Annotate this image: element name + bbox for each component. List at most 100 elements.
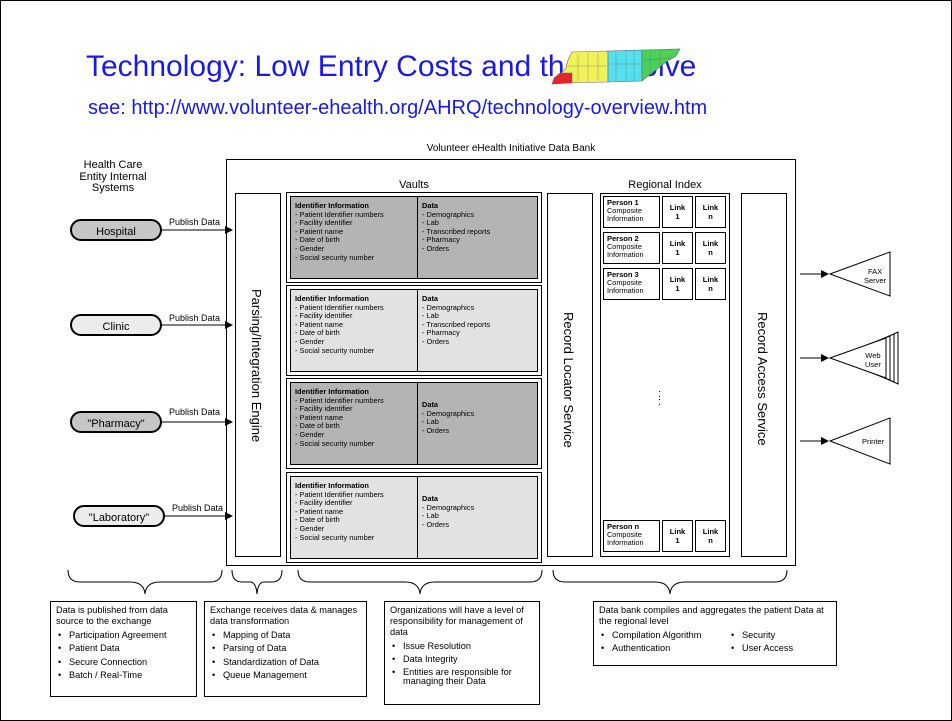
vault-data-item: - Demographics: [422, 408, 475, 418]
vault-data-item: - Lab: [422, 218, 439, 228]
person-row: Person 3 Composite Information Link 1 Li…: [603, 268, 726, 300]
parsing-integration-engine-label: Parsing/Integration Engine: [249, 289, 264, 443]
note-text: Organizations will have a level of respo…: [390, 605, 524, 637]
data-bank-title: Volunteer eHealth Initiative Data Bank: [426, 143, 596, 154]
vault-id-item: - Gender: [295, 429, 325, 439]
vault-data-title: Data: [422, 201, 439, 210]
vault-id-title: Identifier Information: [295, 481, 369, 490]
person-name: Person 1: [607, 198, 639, 207]
vaults-title: Vaults: [399, 179, 429, 191]
person-link-n[interactable]: Link n: [695, 520, 726, 552]
vault-data-item: - Demographics: [422, 209, 475, 219]
note-text: Data bank compiles and aggregates the pa…: [599, 605, 824, 626]
data-bank-box: [226, 159, 796, 566]
vault-data-title: Data: [422, 294, 439, 303]
vault-id-item: - Gender: [295, 243, 325, 253]
note-bullet: Security: [729, 630, 829, 641]
person-link-1[interactable]: Link 1: [662, 196, 693, 228]
person-link-n[interactable]: Link n: [695, 268, 726, 300]
vault-id-item: - Facility identifier: [295, 311, 353, 321]
vault-id-item: - Facility identifier: [295, 218, 353, 228]
note-bullet: Entities are responsible for managing th…: [390, 667, 534, 686]
vault-id-item: - Patient Identifier numbers: [295, 489, 384, 499]
vault-id-item: - Social security number: [295, 252, 375, 262]
note-bullet: Data Integrity: [390, 654, 534, 665]
person-link-1[interactable]: Link 1: [662, 232, 693, 264]
printer-icon: [828, 417, 891, 465]
vault-id-item: - Patient Identifier numbers: [295, 302, 384, 312]
vault-data-item: - Orders: [422, 425, 450, 435]
vault-id-title: Identifier Information: [295, 294, 369, 303]
record-locator-service-label: Record Locator Service: [561, 312, 576, 448]
person-link-1[interactable]: Link 1: [662, 268, 693, 300]
note-bullet: Parsing of Data: [210, 643, 361, 654]
vault: Identifier Information - Patient Identif…: [286, 378, 542, 469]
web-user-icon: [828, 331, 899, 385]
entity-systems-header: Health Care Entity Internal Systems: [79, 159, 147, 194]
laboratory-entity: "Laboratory": [73, 505, 165, 527]
tennessee-map-logo: [551, 48, 681, 85]
regional-index-box: [600, 193, 730, 557]
fax-server-icon: [828, 251, 891, 297]
note-bullet: Secure Connection: [56, 657, 191, 668]
person-link-n[interactable]: Link n: [695, 232, 726, 264]
note-text: Data is published from data source to th…: [56, 605, 168, 626]
regional-index-title: Regional Index: [628, 179, 702, 191]
vault-data-item: - Pharmacy: [422, 328, 460, 338]
note-bullet: Patient Data: [56, 643, 191, 654]
person-row: Person n Composite Information Link 1 Li…: [603, 520, 726, 552]
vault-data-item: - Orders: [422, 519, 450, 529]
vault-id-title: Identifier Information: [295, 201, 369, 210]
slide-subtitle-url[interactable]: see: http://www.volunteer-ehealth.org/AH…: [88, 97, 708, 119]
vault-id-item: - Patient Identifier numbers: [295, 395, 384, 405]
person-link-n[interactable]: Link n: [695, 196, 726, 228]
vault-id-item: - Patient Identifier numbers: [295, 209, 384, 219]
note-publish: Data is published from data source to th…: [50, 601, 197, 697]
vault-id-item: - Gender: [295, 336, 325, 346]
note-data-bank: Data bank compiles and aggregates the pa…: [593, 601, 837, 666]
publish-data-label: Publish Data: [169, 407, 221, 417]
vault-data-item: - Transcribed reports: [422, 319, 491, 329]
vault-id-item: - Social security number: [295, 438, 375, 448]
note-bullet: Compilation Algorithm: [599, 630, 724, 641]
grouping-braces: [67, 569, 788, 595]
vault-data-item: - Transcribed reports: [422, 226, 491, 236]
vault-id-item: - Date of birth: [295, 421, 340, 431]
person-name: Person n: [607, 522, 640, 531]
printer-label: Printer: [862, 437, 885, 446]
record-access-service-box: Record Access Service: [741, 193, 787, 557]
vault-id-title: Identifier Information: [295, 387, 369, 396]
vault-data-item: - Demographics: [422, 502, 475, 512]
publish-data-label: Publish Data: [172, 503, 224, 513]
vault-id-item: - Gender: [295, 523, 325, 533]
vault-id-item: - Patient name: [295, 412, 344, 422]
pharmacy-entity: "Pharmacy": [70, 411, 162, 433]
vault-data-title: Data: [422, 494, 439, 503]
vault-id-item: - Patient name: [295, 506, 344, 516]
person-row: Person 1 Composite Information Link 1 Li…: [603, 196, 726, 228]
fax-server-label: FAX Server: [864, 267, 887, 285]
vault: Identifier Information - Patient Identif…: [286, 192, 542, 283]
note-bullet: Standardization of Data: [210, 657, 361, 668]
vault: Identifier Information - Patient Identif…: [286, 472, 542, 563]
vault-id-item: - Social security number: [295, 532, 375, 542]
note-bullet: Mapping of Data: [210, 630, 361, 641]
person-info: Composite Information: [607, 206, 644, 223]
person-row: Person 2 Composite Information Link 1 Li…: [603, 232, 726, 264]
note-bullet: Participation Agreement: [56, 630, 191, 641]
note-organizations: Organizations will have a level of respo…: [384, 601, 540, 705]
web-user-label: Web User: [865, 351, 881, 369]
note-bullet: Authentication: [599, 643, 724, 654]
vault-data-item: - Lab: [422, 417, 439, 427]
person-link-1[interactable]: Link 1: [662, 520, 693, 552]
note-bullet: User Access: [729, 643, 829, 654]
vault-data-item: - Pharmacy: [422, 235, 460, 245]
person-info: Composite Information: [607, 242, 644, 259]
person-name: Person 3: [607, 270, 639, 279]
vault-data-item: - Lab: [422, 311, 439, 321]
vault-data-item: - Lab: [422, 511, 439, 521]
note-exchange: Exchange receives data & manages data tr…: [204, 601, 367, 697]
vault-id-item: - Date of birth: [295, 515, 340, 525]
hospital-entity: Hospital: [70, 219, 162, 241]
vault-id-item: - Social security number: [295, 345, 375, 355]
